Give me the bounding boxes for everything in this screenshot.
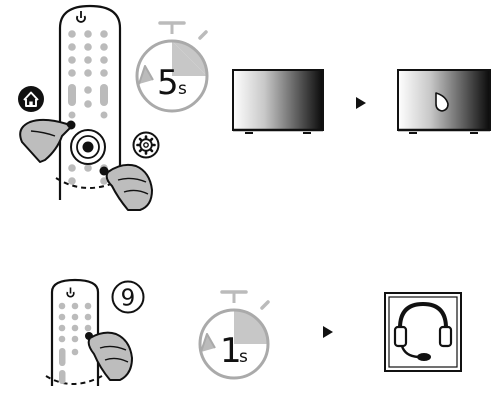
power-icon-small [66,287,75,298]
remote-button-grid [68,30,108,185]
step1-illustration: 5 s [18,4,491,211]
remote-button-grid-small [58,302,92,384]
timer-1-unit: s [239,347,248,367]
step2-panel: 9 1 s [0,270,491,400]
timer-5-unit: s [178,79,187,99]
timer-1s-icon: 1 s [198,290,270,380]
settings-gear-icon [132,131,160,159]
timer-5s-icon: 5 s [135,21,209,113]
number-9-badge: 9 [111,280,145,314]
remote-control [55,4,125,200]
step1-panel: 5 s [18,4,491,211]
hand-icon [87,331,133,381]
pointer-cursor-icon [435,92,449,112]
tv-screen-before [232,69,324,134]
step2-illustration: 9 1 s [45,278,462,386]
left-hand [19,118,71,163]
arrow-right-icon [323,326,333,338]
power-icon [76,11,86,23]
ok-wheel [70,129,106,165]
arrow-right-icon [356,97,366,109]
tv-screen-after [397,69,491,134]
headset-icon [384,292,462,372]
timer-1-number: 1 [220,331,242,371]
home-icon [18,86,44,112]
timer-5-number: 5 [157,63,179,103]
number-9-label: 9 [121,286,136,312]
right-hand [105,163,153,211]
remote-control-small [45,278,103,386]
